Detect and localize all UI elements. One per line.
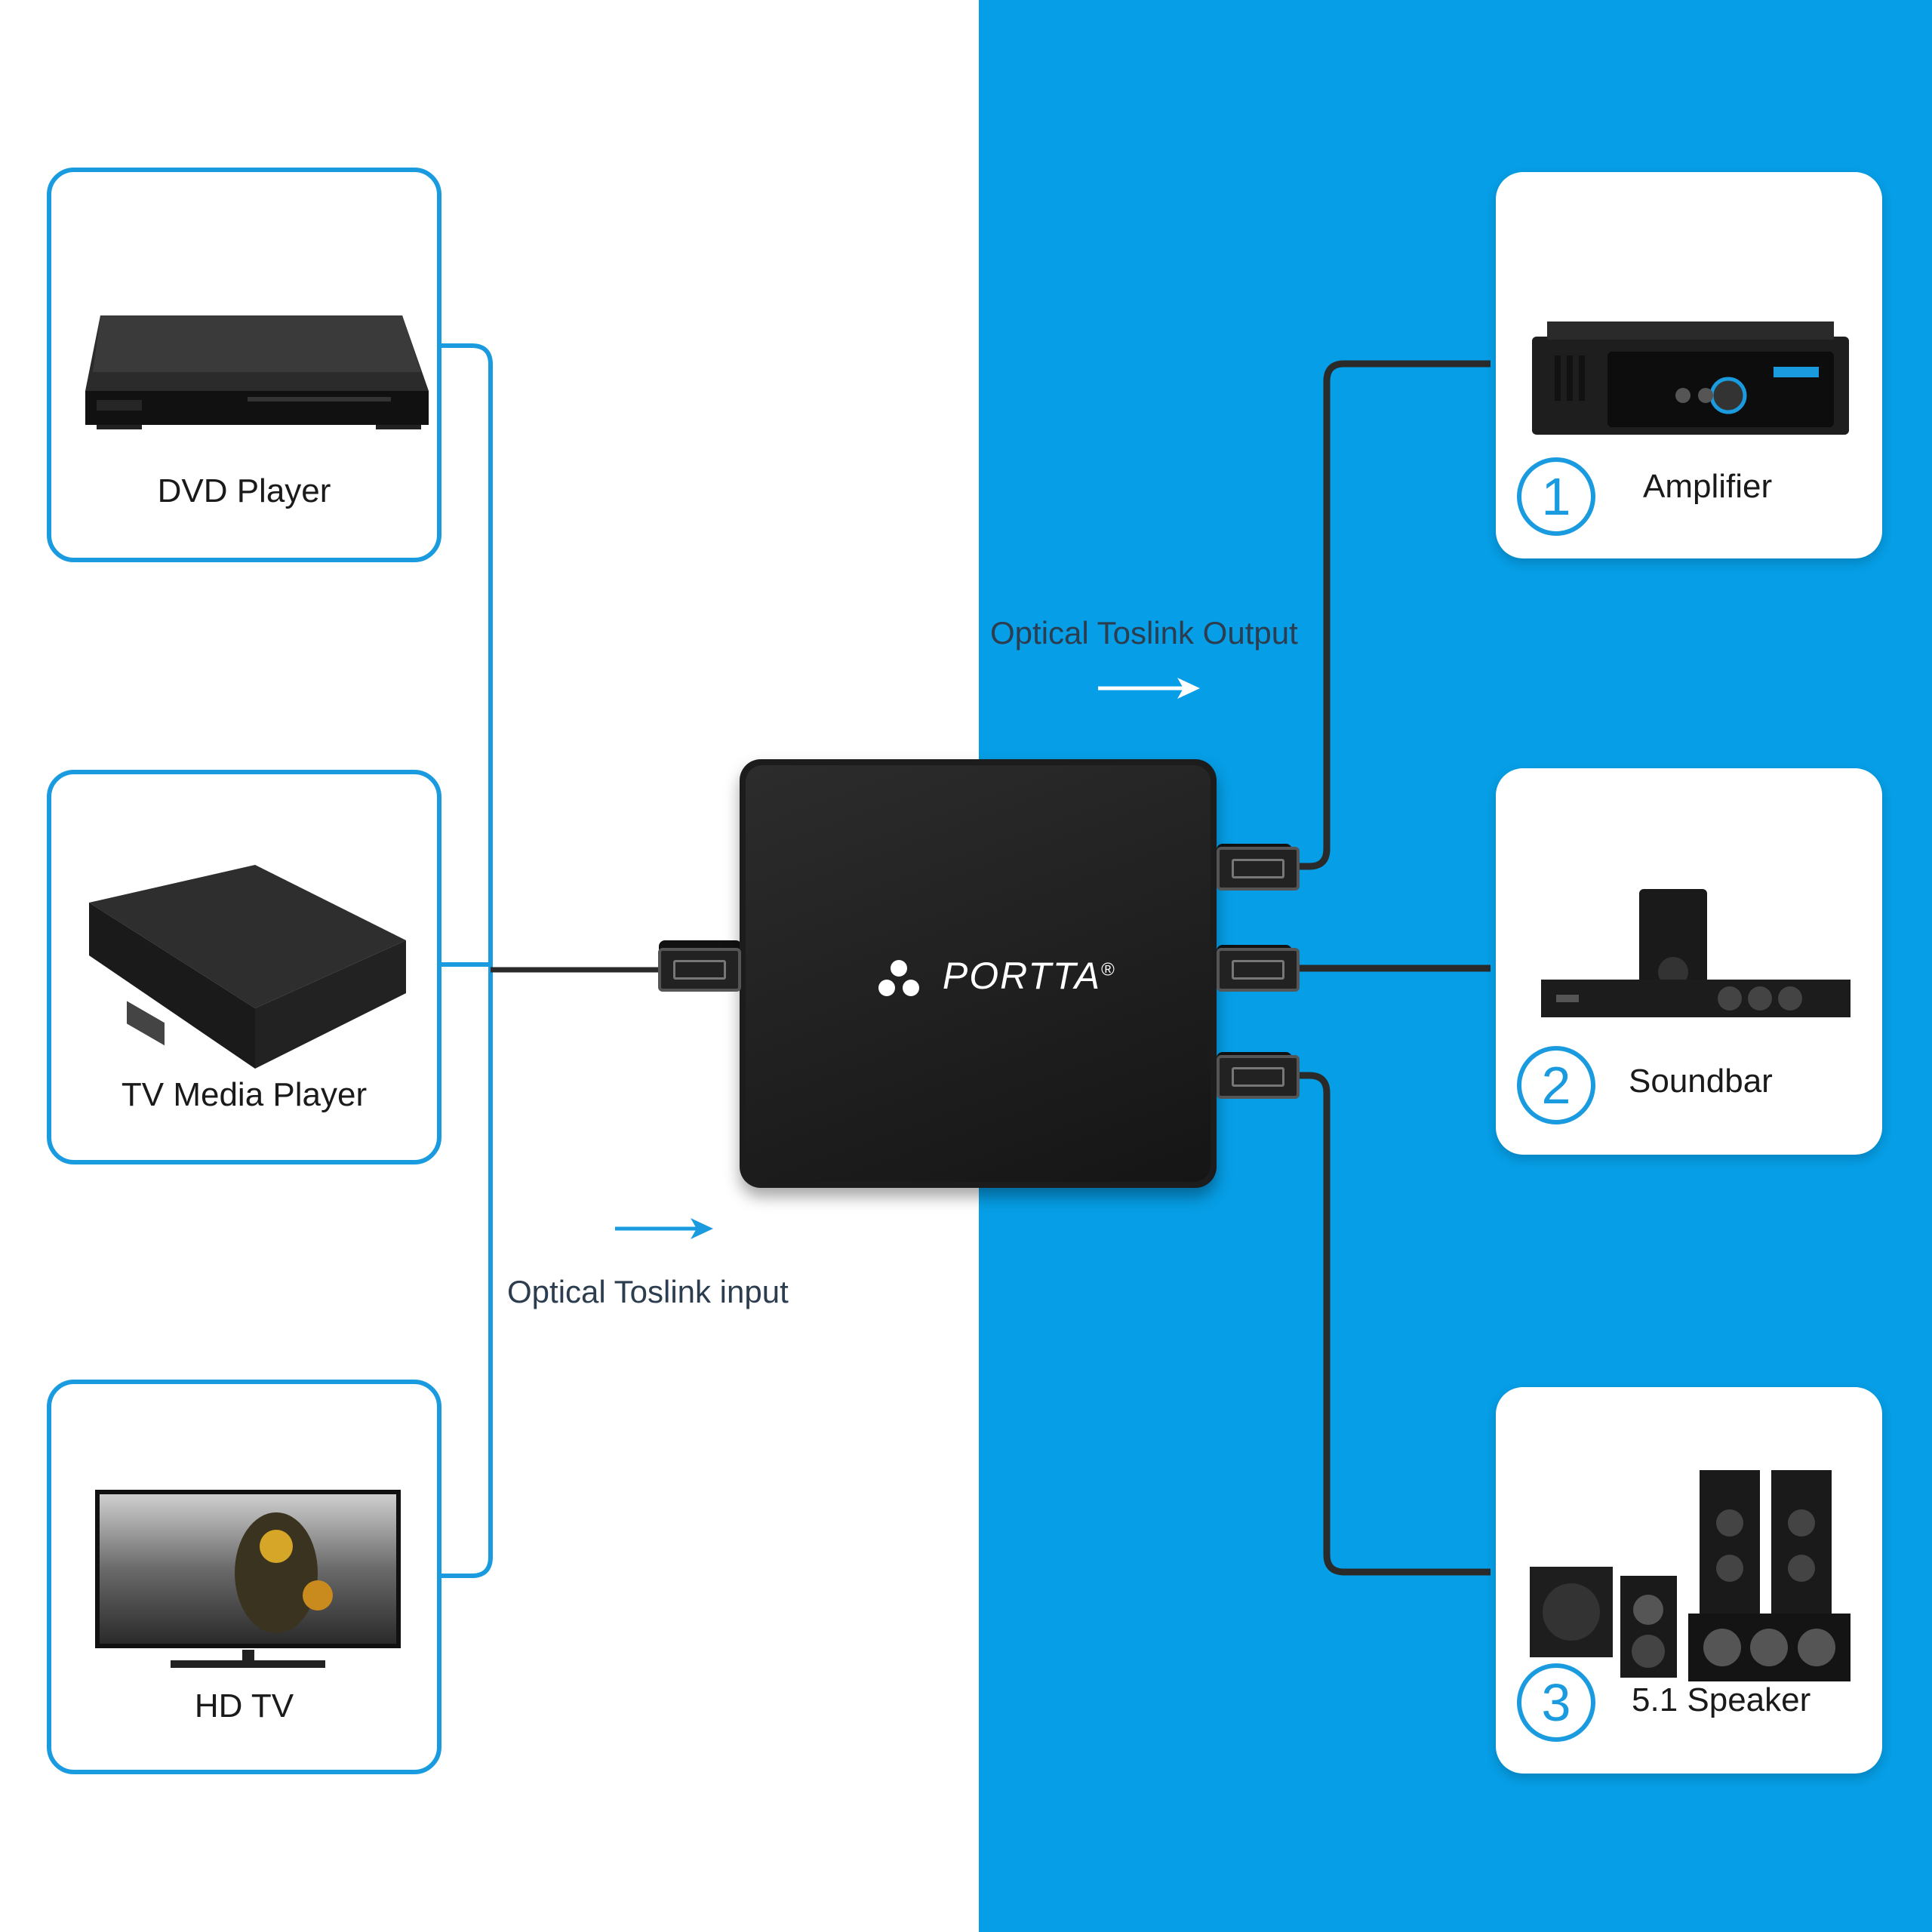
number-badge: 1 [1517,457,1595,536]
output-label: Soundbar [1629,1063,1773,1100]
number-badge: 3 [1517,1663,1595,1742]
output-port-2 [1217,948,1300,992]
output-label: Amplifier [1643,468,1773,505]
source-label: HD TV [194,1687,294,1724]
speaker-system-icon [1530,1470,1850,1681]
hub-brand: PORTTA® [878,954,1116,998]
output-card-5-1-speaker: 3 5.1 Speaker [1496,1387,1882,1774]
source-label: DVD Player [157,472,331,509]
source-label: TV Media Player [121,1076,368,1113]
amplifier-icon [1532,321,1849,435]
output-port-3 [1217,1055,1300,1099]
registered-mark: ® [1101,959,1116,980]
input-arrow-icon [615,1218,713,1239]
source-card-dvd-player: DVD Player [47,168,441,562]
output-cable-1 [1287,360,1491,870]
source-card-hd-tv: HD TV [47,1380,441,1774]
number-badge: 2 [1517,1046,1595,1124]
output-card-amplifier: 1 Amplifier [1496,172,1882,558]
soundbar-icon [1541,889,1850,1017]
portta-splitter-hub: PORTTA® [740,759,1217,1188]
portta-logo-icon [878,959,919,996]
input-port [658,948,741,992]
hub-brand-name: PORTTA [942,955,1102,997]
input-bracket-line [441,343,493,1578]
output-card-soundbar: 2 Soundbar [1496,768,1882,1155]
output-port-1 [1217,847,1300,891]
hd-tv-icon [95,1490,401,1668]
output-label: 5.1 Speaker [1632,1681,1811,1718]
source-card-tv-media-player: TV Media Player [47,770,441,1164]
input-flow-label: Optical Toslink input [507,1274,789,1309]
output-flow-label: Optical Toslink Output [990,615,1298,651]
output-arrow-icon [1098,678,1200,699]
hub-top-face: PORTTA® [746,765,1211,1182]
dvd-player-icon [85,315,429,429]
output-cable-3 [1287,1072,1491,1576]
media-player-icon [89,865,406,1069]
